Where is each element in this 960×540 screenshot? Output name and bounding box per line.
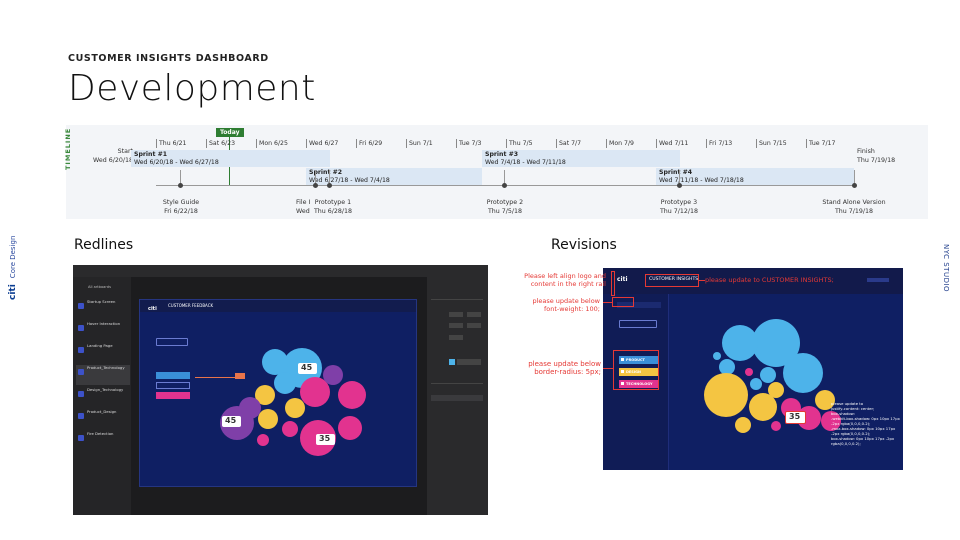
bubble-value-label: 35 [316,434,336,445]
bubble-value-label: 45 [298,363,318,374]
timeline-tick: Thu 7/5 [506,139,533,148]
page-eyebrow: CUSTOMER INSIGHTS DASHBOARD [68,53,269,64]
milestone-tick [315,170,316,185]
artboard-header-title: CUSTOMER FEEDBACK [168,303,214,308]
timeline-tick: Sun 7/1 [406,139,433,148]
annotation-box-title [645,274,699,287]
timeline-tick: Tue 7/17 [806,139,835,148]
dropdown[interactable] [619,320,657,328]
milestone-dot [502,183,507,188]
milestone-tick [329,170,330,185]
timeline-tick: Sat 7/7 [556,139,581,148]
artboards-panel: All artboards Startup Screen Hover Inter… [73,277,131,515]
milestone-dot [852,183,857,188]
artboard-item[interactable]: Hover Interaction [76,321,130,341]
side-brand: citi Core Design [8,236,18,300]
artboard-item[interactable]: Fire Detection [76,431,130,451]
annotation-box-logo [611,271,615,296]
annotation-note-title: please update to CUSTOMER INSIGHTS; [705,276,834,284]
milestone-stand-alone: Stand Alone Version Thu 7/19/18 [822,199,886,215]
redlines-toolbar [73,265,488,277]
milestone-file: File I Wed [296,199,311,215]
milestone-prototype-3: Prototype 3 Thu 7/12/18 [659,199,699,215]
inspector-panel [427,277,488,515]
section-title-revisions: Revisions [551,237,617,253]
revisions-header: citi CUSTOMER INSIGHTS [603,268,903,294]
revisions-bubble-chart [704,319,841,433]
section-title-redlines: Redlines [74,237,134,253]
redlines-bubble-chart [220,348,366,456]
timeline-finish: Finish Thu 7/19/18 [857,148,896,164]
milestone-dot [327,183,332,188]
milestone-dot [178,183,183,188]
today-marker-label: Today [216,128,244,137]
annotation-leader [603,302,612,303]
timeline-tick: Tue 7/3 [456,139,482,148]
milestone-style-guide: Style Guide Fri 6/22/18 [162,199,200,215]
milestone-prototype-1: Prototype 1 Thu 6/28/18 [313,199,353,215]
artboard-item[interactable]: Startup Screen [76,299,130,319]
annotation-box-radius [613,350,659,390]
milestone-tick [504,170,505,185]
milestone-dot [677,183,682,188]
timeline-tick: Wed 7/11 [656,139,688,148]
annotation-note-css: please update to justify-content: center… [831,401,900,446]
milestone-tick [679,170,680,185]
milestone-tick [854,170,855,185]
bubble-value-label: 35 [785,411,807,424]
milestone-dot [313,183,318,188]
timeline-tick: Mon 7/9 [606,139,634,148]
page-title: Development [68,68,316,109]
citi-logo-icon: citi [617,276,628,283]
timeline-ticks: Thu 6/21 Sat 6/23 Mon 6/25 Wed 6/27 Fri … [156,139,854,151]
annotation-note-radius: please update below border-radius: 5px; [528,360,601,376]
artboard-item[interactable]: Product_Design [76,409,130,429]
annotation-leader [603,368,613,369]
header-tab[interactable]: CUSTOMER INSIGHTS [649,277,699,282]
milestone-prototype-2: Prototype 2 Thu 7/5/18 [486,199,524,215]
side-studio-label: NYC STUDIO [942,244,950,293]
artboards-label: All artboards [88,285,111,289]
annotation-note-font: please update below font-weight: 100; [532,297,600,313]
timeline-tick: Sun 7/15 [756,139,787,148]
filter-pill[interactable] [156,382,190,389]
project-timeline: TIMELINE Today Start Wed 6/20/18 Finish … [64,125,928,219]
redlines-artboard: citi CUSTOMER FEEDBACK 45 35 45 [139,299,417,487]
annotation-leader [699,280,705,281]
filter-pill-technology[interactable]: TECHNOLOGY [619,380,659,388]
annotation-note-logo: Please left align logo and content in th… [524,272,606,288]
filter-pill-design[interactable]: DESIGN [619,368,659,376]
timeline-tick: Sat 6/23 [206,139,235,148]
user-menu[interactable] [867,278,889,282]
timeline-tick: Fri 7/13 [706,139,732,148]
artboard-header: citi CUSTOMER FEEDBACK [140,300,416,312]
timeline-tick: Fri 6/29 [356,139,382,148]
timeline-start: Start Wed 6/20/18 [93,148,134,164]
bubble-value-label: 45 [222,416,242,427]
citi-logo-icon: citi [148,306,157,312]
sprint-bar-2: Sprint #2 Wed 6/27/18 - Wed 7/4/18 [306,168,482,185]
sprint-bar-4: Sprint #4 Wed 7/11/18 - Wed 7/18/18 [656,168,854,185]
sprint-bar-3: Sprint #3 Wed 7/4/18 - Wed 7/11/18 [482,150,680,167]
filter-pill[interactable] [156,392,190,399]
filter-pill-product[interactable]: PRODUCT [619,356,659,364]
timeline-tick: Mon 6/25 [256,139,288,148]
artboard-item[interactable]: Landing Page [76,343,130,363]
sprint-bar-1: Sprint #1 Wed 6/20/18 - Wed 6/27/18 [131,150,330,167]
timeline-tick: Wed 6/27 [306,139,338,148]
citi-logo-icon: citi [8,284,18,300]
timeline-side-label: TIMELINE [64,127,72,170]
side-brand-text: Core Design [9,235,17,279]
filter-pill[interactable] [156,372,190,379]
artboard-item[interactable]: Design_Technology [76,387,130,407]
artboard-item[interactable]: Product_Technology [76,365,130,385]
milestone-tick [180,170,181,185]
annotation-box-font [612,297,634,307]
redlines-screenshot: All artboards Startup Screen Hover Inter… [73,265,488,515]
dropdown[interactable] [156,338,188,346]
timeline-tick: Thu 6/21 [156,139,186,148]
